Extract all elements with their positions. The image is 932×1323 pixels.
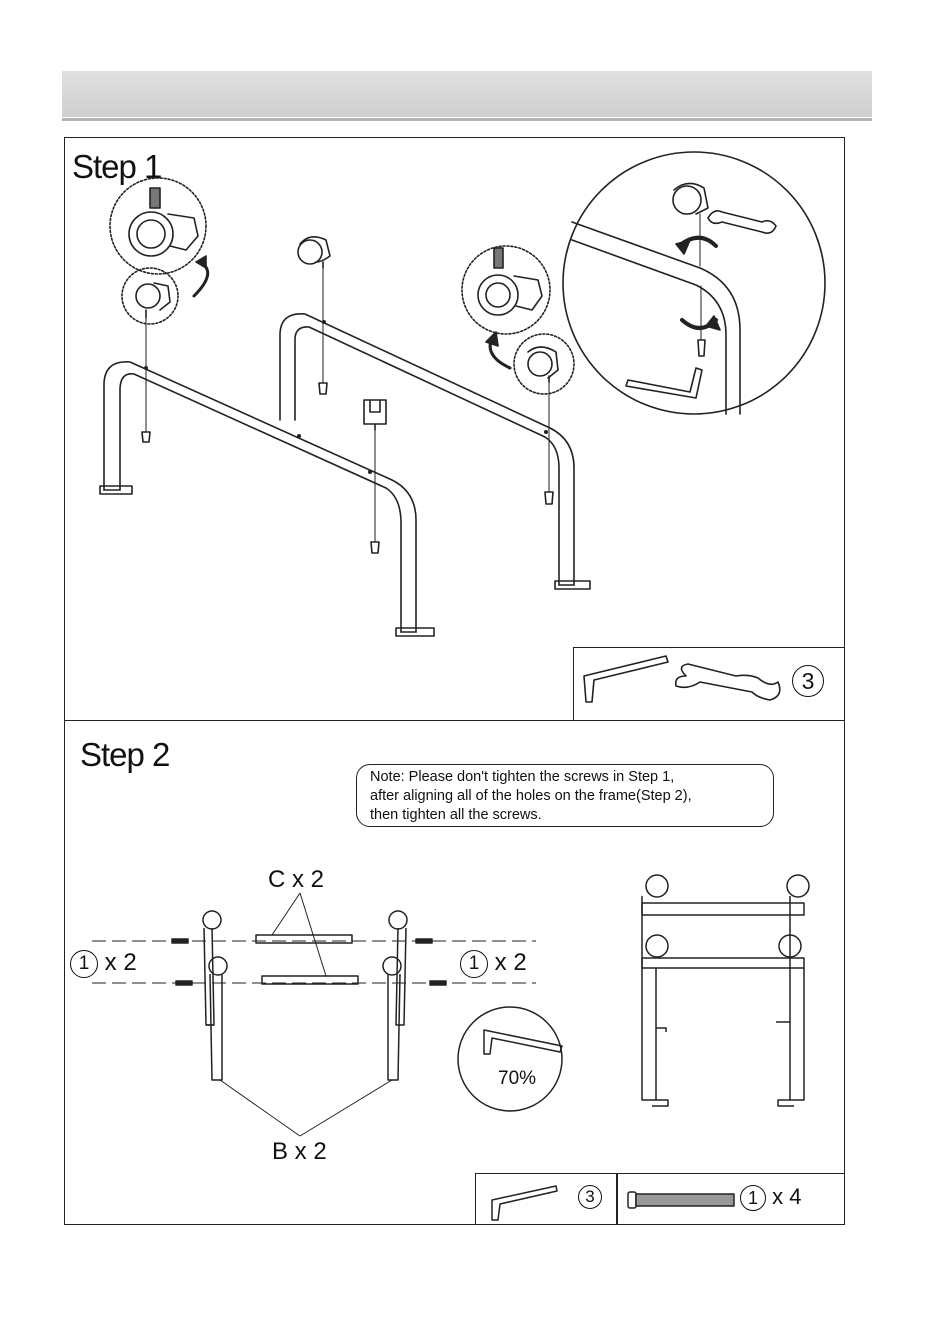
screw-head-icon [628,1192,636,1208]
step2-tool-number: 3 [578,1185,602,1209]
screw-thread-icon [636,1194,734,1206]
screw-total-label: 1 x 4 [740,1184,801,1211]
allen-key-icon [492,1186,557,1220]
